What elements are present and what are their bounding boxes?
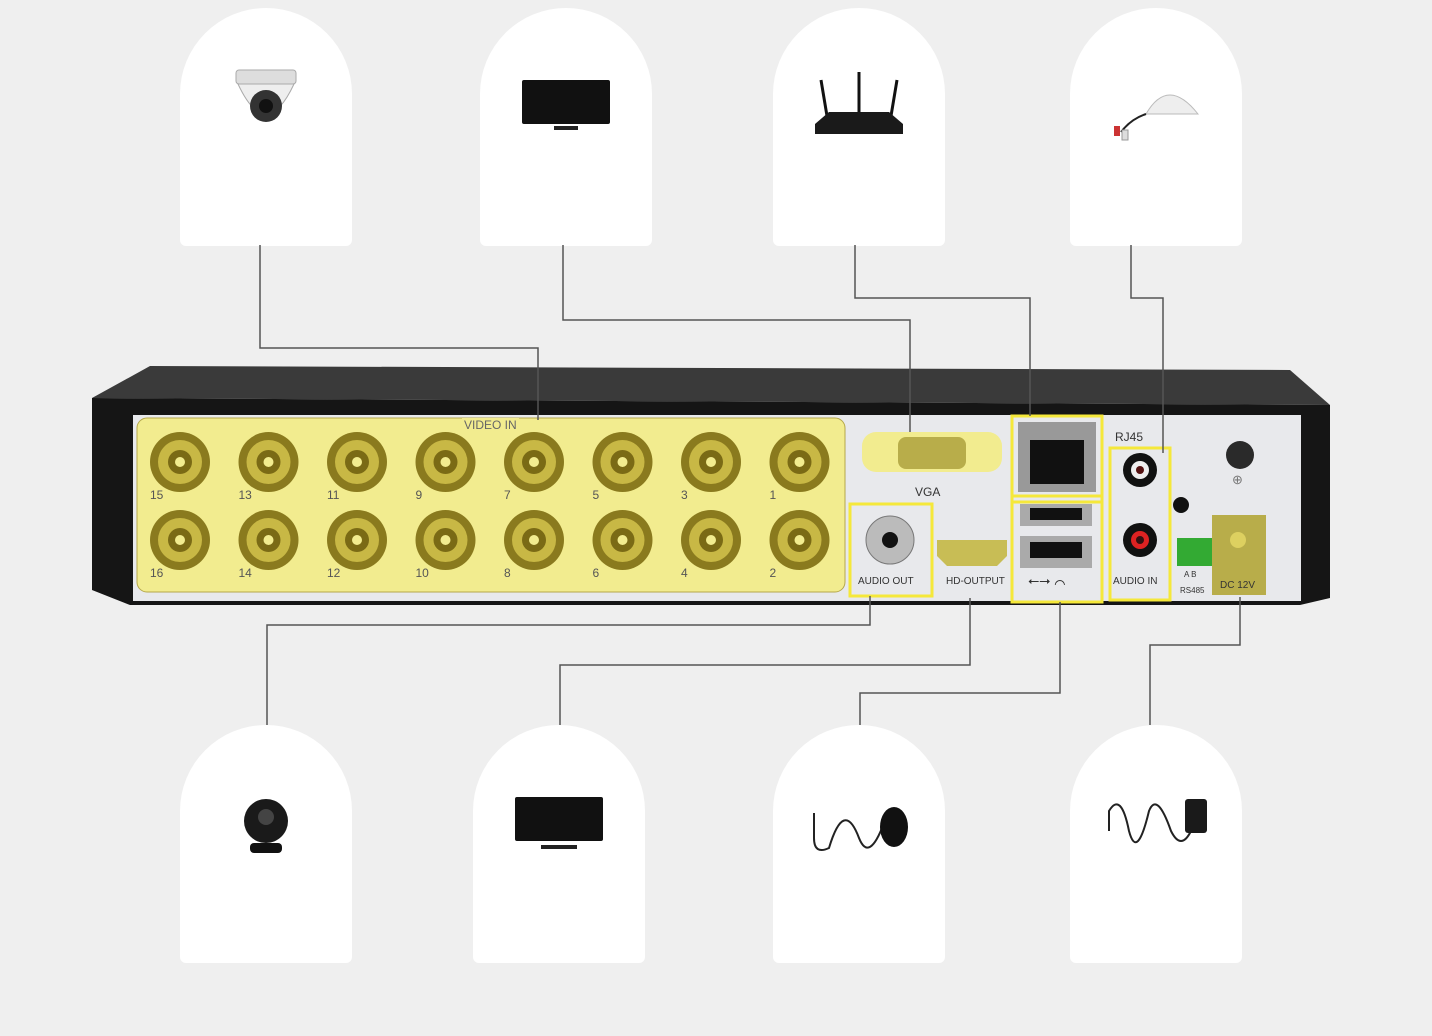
dvr-top bbox=[92, 366, 1330, 405]
card-dome-camera bbox=[180, 8, 352, 246]
card-router bbox=[773, 8, 945, 246]
bnc-port[interactable] bbox=[706, 535, 716, 545]
card-power-adapter bbox=[1070, 725, 1242, 963]
rs485-pins: A B bbox=[1184, 570, 1197, 579]
video-in-channel-label: 5 bbox=[592, 488, 600, 502]
bnc-ports bbox=[150, 432, 830, 570]
bnc-port[interactable] bbox=[617, 457, 628, 467]
video-in-channel-label: 1 bbox=[769, 488, 777, 502]
video-in-channel-label: 10 bbox=[415, 566, 429, 580]
video-in-channel-label: 4 bbox=[681, 566, 688, 580]
bnc-port[interactable] bbox=[617, 535, 628, 545]
video-in-channel-label: 6 bbox=[592, 566, 600, 580]
monitor-icon bbox=[522, 80, 610, 130]
video-in-channel-label: 2 bbox=[769, 566, 777, 580]
mouse-icon bbox=[813, 807, 908, 851]
dome-camera-icon bbox=[235, 69, 297, 122]
bnc-port[interactable] bbox=[263, 535, 274, 545]
bnc-port[interactable] bbox=[263, 457, 274, 467]
bnc-port[interactable] bbox=[440, 457, 451, 467]
speaker-icon bbox=[244, 799, 288, 853]
video-in-label: VIDEO IN bbox=[462, 418, 519, 432]
video-in-channel-label: 13 bbox=[238, 488, 252, 502]
video-in-channel-label: 12 bbox=[327, 566, 341, 580]
video-in-channel-label: 15 bbox=[150, 488, 164, 502]
card-microphone bbox=[1070, 8, 1242, 246]
bnc-port[interactable] bbox=[352, 535, 362, 545]
card-mouse bbox=[773, 725, 945, 963]
vga-label: VGA bbox=[915, 485, 941, 499]
rs485-label: RS485 bbox=[1180, 586, 1205, 595]
ground-screw bbox=[1226, 441, 1254, 469]
usb-icon: ⭠⭢ ⌒ bbox=[1028, 572, 1066, 588]
bnc-port[interactable] bbox=[175, 457, 185, 467]
audio-in-label: AUDIO IN bbox=[1113, 576, 1158, 587]
bnc-port[interactable] bbox=[706, 457, 716, 467]
video-in-channel-label: 7 bbox=[504, 488, 511, 502]
video-in-channel-label: 16 bbox=[150, 566, 164, 580]
video-in-channel-label: 3 bbox=[681, 488, 688, 502]
bnc-port[interactable] bbox=[352, 457, 362, 467]
ground-icon: ⊕ bbox=[1232, 472, 1243, 487]
router-icon bbox=[815, 72, 903, 134]
hd-output-label: HD-OUTPUT bbox=[946, 576, 1005, 587]
rj45-label: RJ45 bbox=[1115, 430, 1144, 444]
card-speaker bbox=[180, 725, 352, 963]
card-monitor-hdmi bbox=[473, 725, 645, 963]
bnc-port[interactable] bbox=[440, 535, 451, 545]
video-in-channel-label: 11 bbox=[327, 488, 340, 502]
bnc-port[interactable] bbox=[794, 535, 805, 545]
bnc-port[interactable] bbox=[175, 535, 185, 545]
video-in-channel-label: 8 bbox=[504, 566, 511, 580]
connector-lines bbox=[259, 245, 1241, 725]
rs485-terminal[interactable] bbox=[1177, 538, 1217, 566]
dc-label: DC 12V bbox=[1220, 580, 1256, 591]
video-in-channel-label: 14 bbox=[238, 566, 252, 580]
audio-out-label: AUDIO OUT bbox=[858, 576, 914, 587]
card-monitor-vga bbox=[480, 8, 652, 246]
hdmi-port[interactable] bbox=[937, 540, 1007, 566]
audio-out-highlight bbox=[848, 502, 934, 598]
microphone-icon bbox=[1114, 94, 1200, 141]
power-adapter-icon bbox=[1108, 799, 1207, 844]
bnc-port[interactable] bbox=[794, 457, 805, 467]
dc-port[interactable] bbox=[1212, 515, 1266, 595]
bnc-port[interactable] bbox=[529, 457, 539, 467]
video-in-channel-label: 9 bbox=[415, 488, 423, 502]
bnc-port[interactable] bbox=[529, 535, 539, 545]
monitor-icon bbox=[515, 797, 603, 849]
